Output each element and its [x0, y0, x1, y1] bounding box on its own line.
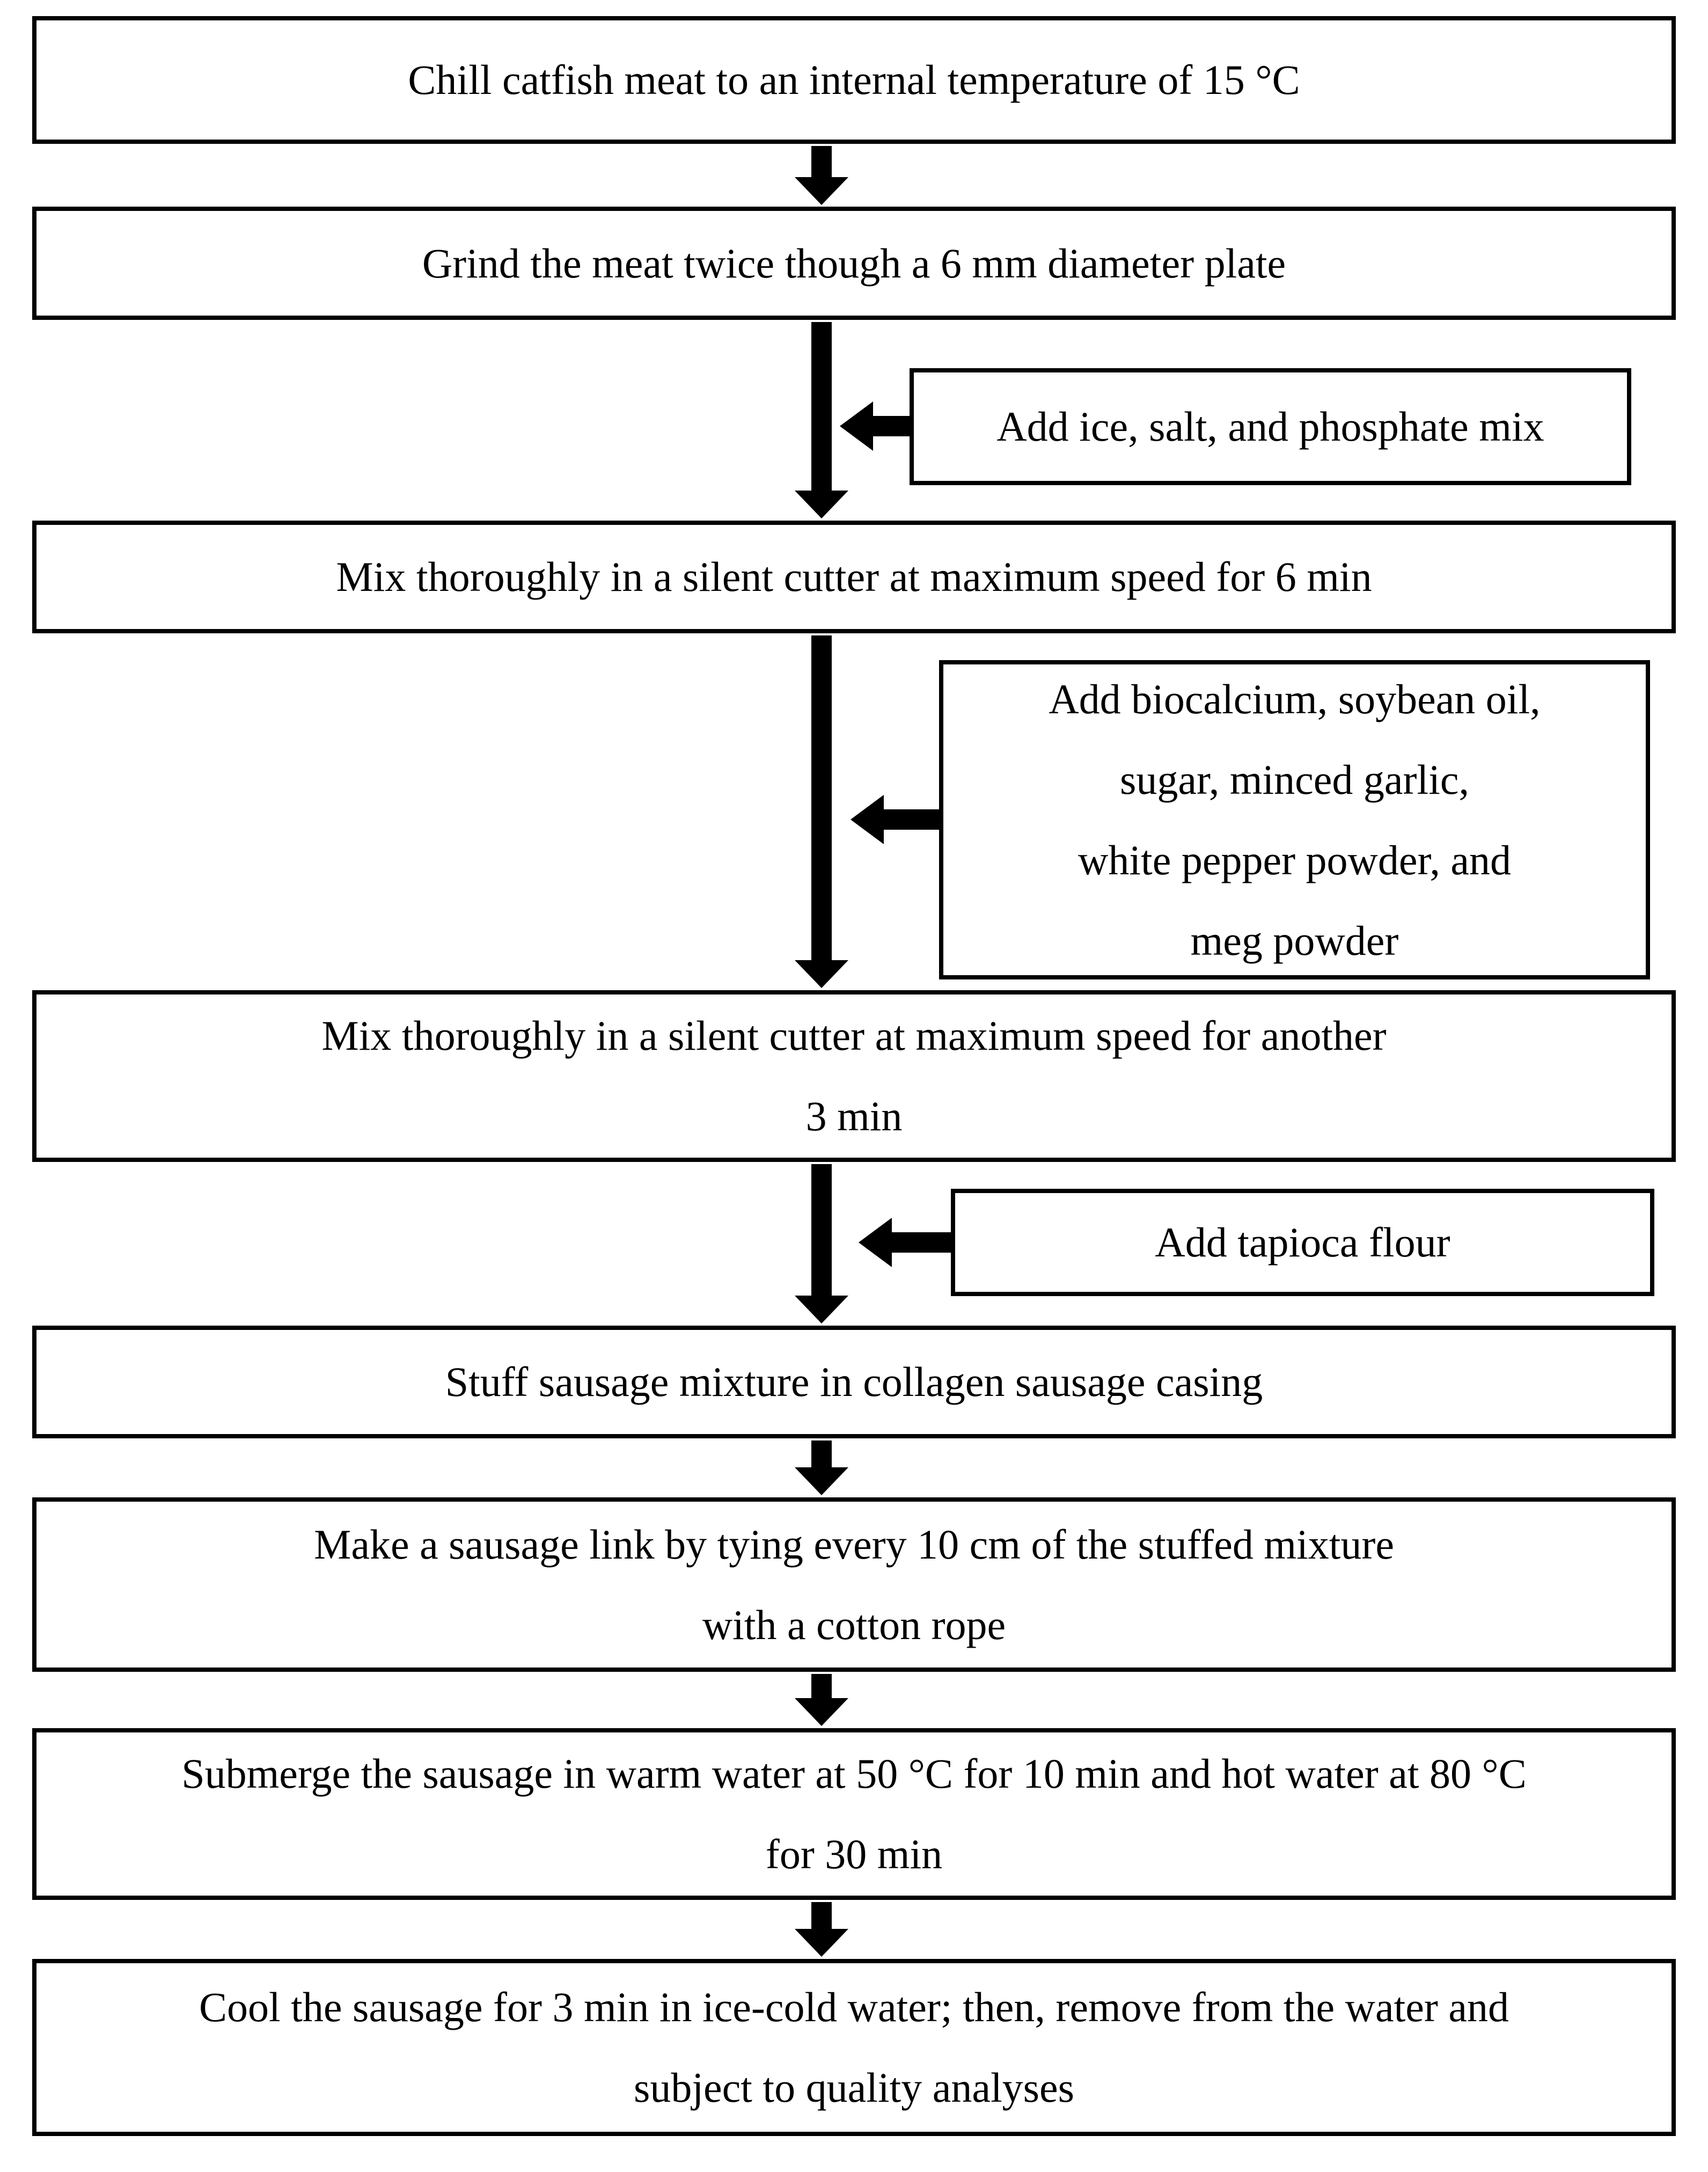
- ingredient-text: Add tapioca flour: [1155, 1219, 1450, 1266]
- arrow-stem: [811, 1164, 832, 1296]
- ingredient-text: white pepper powder, and: [1078, 836, 1511, 883]
- arrow-down-icon: [795, 146, 848, 205]
- arrow-head: [859, 1218, 892, 1267]
- arrow-stem: [811, 322, 832, 491]
- arrow-stem: [811, 146, 832, 177]
- step-text: for 30 min: [765, 1831, 943, 1877]
- step-text: 3 min: [805, 1093, 903, 1139]
- arrow-head: [795, 177, 848, 205]
- arrow-head: [851, 795, 884, 844]
- arrow-head: [795, 1467, 848, 1495]
- arrow-left-icon: [840, 401, 910, 451]
- step-text: Chill catfish meat to an internal temper…: [408, 56, 1300, 103]
- arrow-head: [795, 1698, 848, 1726]
- step-box-submerge-water: Submerge the sausage in warm water at 50…: [32, 1728, 1676, 1900]
- arrow-head: [840, 401, 873, 451]
- ingredient-text: Add biocalcium, soybean oil,: [1049, 675, 1541, 722]
- arrow-down-icon: [795, 1164, 848, 1323]
- step-text: Grind the meat twice though a 6 mm diame…: [422, 239, 1286, 287]
- arrow-stem: [811, 1440, 832, 1467]
- arrow-stem: [892, 1232, 951, 1253]
- arrow-down-icon: [795, 1674, 848, 1726]
- arrow-left-icon: [851, 795, 939, 844]
- step-box-stuff-casing: Stuff sausage mixture in collagen sausag…: [32, 1326, 1676, 1438]
- step-box-grind-meat: Grind the meat twice though a 6 mm diame…: [32, 207, 1676, 320]
- arrow-head: [795, 491, 848, 518]
- step-box-mix-3-min: Mix thoroughly in a silent cutter at max…: [32, 990, 1676, 1162]
- ingredient-text: meg powder: [1190, 917, 1399, 964]
- step-text: Make a sausage link by tying every 10 cm…: [313, 1520, 1395, 1568]
- step-box-cool-sausage: Cool the sausage for 3 min in ice-cold w…: [32, 1959, 1676, 2136]
- arrow-stem: [884, 809, 939, 830]
- step-text: Mix thoroughly in a silent cutter at max…: [336, 553, 1372, 600]
- step-text: Mix thoroughly in a silent cutter at max…: [321, 1012, 1387, 1059]
- step-box-make-links: Make a sausage link by tying every 10 cm…: [32, 1497, 1676, 1672]
- step-box-chill-meat: Chill catfish meat to an internal temper…: [32, 16, 1676, 144]
- arrow-head: [795, 960, 848, 988]
- arrow-down-icon: [795, 322, 848, 518]
- ingredient-text: sugar, minced garlic,: [1120, 756, 1469, 803]
- step-text: subject to quality analyses: [634, 2064, 1074, 2111]
- step-box-mix-6-min: Mix thoroughly in a silent cutter at max…: [32, 521, 1676, 633]
- arrow-stem: [811, 635, 832, 960]
- arrow-down-icon: [795, 635, 848, 988]
- ingredient-box-ice-salt-phosphate: Add ice, salt, and phosphate mix: [910, 368, 1631, 485]
- step-text: Stuff sausage mixture in collagen sausag…: [445, 1358, 1263, 1405]
- ingredient-box-biocalcium-mix: Add biocalcium, soybean oil, sugar, minc…: [939, 660, 1650, 979]
- ingredient-text: Add ice, salt, and phosphate mix: [996, 403, 1544, 450]
- arrow-head: [795, 1929, 848, 1957]
- step-text: Submerge the sausage in warm water at 50…: [181, 1750, 1527, 1797]
- arrow-stem: [811, 1902, 832, 1929]
- step-text: with a cotton rope: [702, 1601, 1006, 1648]
- arrow-down-icon: [795, 1902, 848, 1957]
- arrow-head: [795, 1296, 848, 1323]
- step-text: Cool the sausage for 3 min in ice-cold w…: [199, 1984, 1509, 2030]
- arrow-down-icon: [795, 1440, 848, 1495]
- arrow-stem: [811, 1674, 832, 1698]
- ingredient-box-tapioca-flour: Add tapioca flour: [951, 1189, 1654, 1296]
- arrow-stem: [873, 416, 910, 436]
- arrow-left-icon: [859, 1218, 951, 1267]
